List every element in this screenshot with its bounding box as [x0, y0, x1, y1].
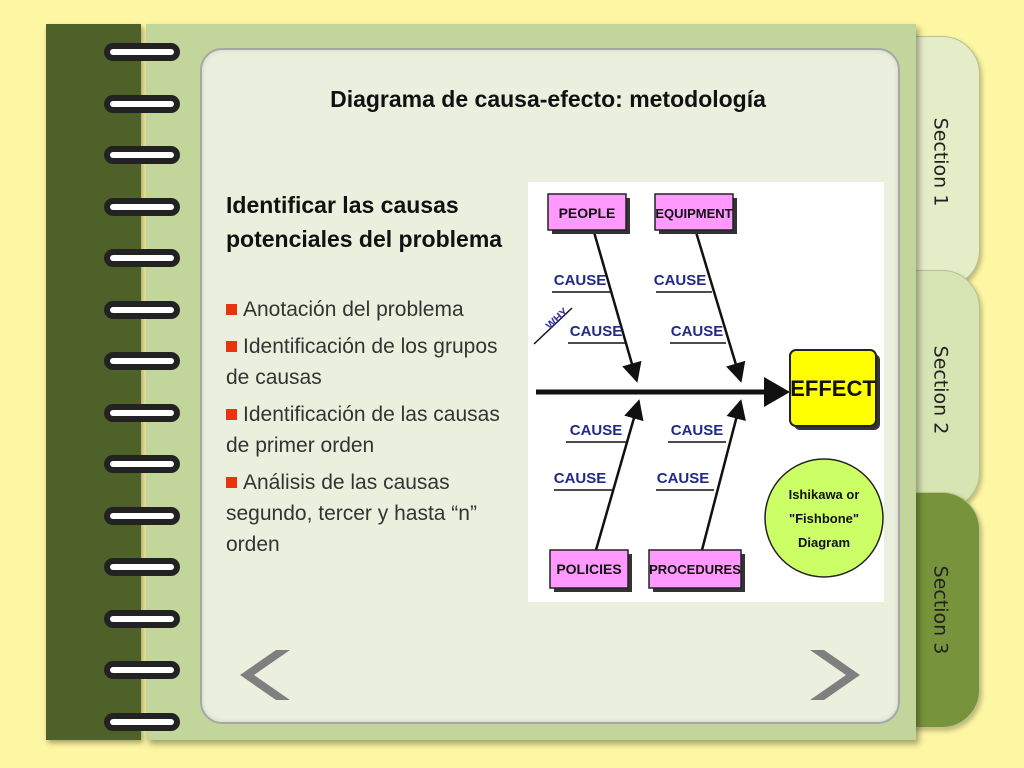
cause-label: CAUSE: [671, 422, 724, 439]
effect-label: EFFECT: [790, 376, 876, 401]
bullet-item: Análisis de las causas segundo, tercer y…: [226, 467, 526, 560]
bone-equipment: [694, 231, 746, 383]
bullet-item: Identificación de los grupos de causas: [226, 331, 526, 393]
category-label: POLICIES: [556, 561, 621, 577]
binding-ring: [104, 197, 180, 216]
bullet-text: Anotación del problema: [243, 298, 464, 321]
note-line: Diagram: [798, 535, 850, 550]
bone-people: [592, 231, 642, 383]
note-line: "Fishbone": [789, 511, 859, 526]
next-arrow-icon[interactable]: [808, 646, 862, 704]
category-label: EQUIPMENT: [655, 206, 732, 221]
spine-arrowhead: [764, 377, 790, 407]
prev-arrow-icon[interactable]: [238, 646, 292, 704]
bullet-item: Anotación del problema: [226, 294, 526, 325]
binding-ring: [104, 609, 180, 628]
cause-label: CAUSE: [654, 272, 707, 289]
tab-section-2-label: Section 2: [929, 345, 952, 435]
category-equipment: EQUIPMENT: [654, 193, 737, 234]
bullet-square-icon: [226, 341, 237, 352]
binding-ring: [104, 455, 180, 473]
bullet-square-icon: [226, 477, 237, 488]
binding-ring: [104, 712, 180, 731]
binding-ring: [104, 506, 180, 525]
category-procedures: PROCEDURES: [648, 549, 745, 592]
fishbone-diagram: WHY CAUSE CAUSE CAUSE CAUSE CAUSE CAUSE …: [528, 182, 884, 602]
cause-label: CAUSE: [657, 470, 710, 487]
category-policies: POLICIES: [549, 549, 632, 592]
binding-ring: [104, 249, 180, 267]
bone-policies: [594, 399, 644, 551]
binding-ring: [104, 94, 180, 113]
binding-ring: [104, 352, 180, 370]
effect-box: EFFECT: [789, 349, 880, 430]
binding-ring: [104, 661, 180, 679]
bullet-text: Identificación de los grupos de causas: [226, 335, 498, 389]
bullet-text: Análisis de las causas segundo, tercer y…: [226, 471, 477, 556]
cause-label: CAUSE: [570, 323, 623, 340]
slide-title: Diagrama de causa-efecto: metodología: [330, 86, 766, 112]
category-people: PEOPLE: [547, 193, 630, 234]
category-label: PEOPLE: [559, 205, 616, 221]
category-label: PROCEDURES: [649, 562, 741, 577]
bullet-text: Identificación de las causas de primer o…: [226, 403, 500, 457]
bullet-list: Anotación del problema Identificación de…: [226, 294, 526, 566]
fishbone-note: Ishikawa or "Fishbone" Diagram: [764, 458, 884, 578]
tab-section-3-label: Section 3: [929, 565, 952, 655]
bullet-square-icon: [226, 409, 237, 420]
bullet-square-icon: [226, 304, 237, 315]
binding-ring: [104, 43, 180, 61]
binding-ring: [104, 403, 180, 422]
why-line: [533, 307, 573, 345]
notebook-spine: [46, 24, 141, 740]
cause-label: CAUSE: [671, 323, 724, 340]
note-line: Ishikawa or: [789, 487, 860, 502]
bone-procedures: [700, 399, 746, 551]
cause-label: CAUSE: [570, 422, 623, 439]
binding-ring: [104, 146, 180, 164]
bullet-item: Identificación de las causas de primer o…: [226, 399, 526, 461]
binding-ring: [104, 300, 180, 319]
tab-section-1-label: Section 1: [929, 117, 952, 207]
cause-label: CAUSE: [554, 272, 607, 289]
section-heading: Identificar las causas potenciales del p…: [226, 192, 503, 252]
binding-ring: [104, 558, 180, 576]
cause-label: CAUSE: [554, 470, 607, 487]
